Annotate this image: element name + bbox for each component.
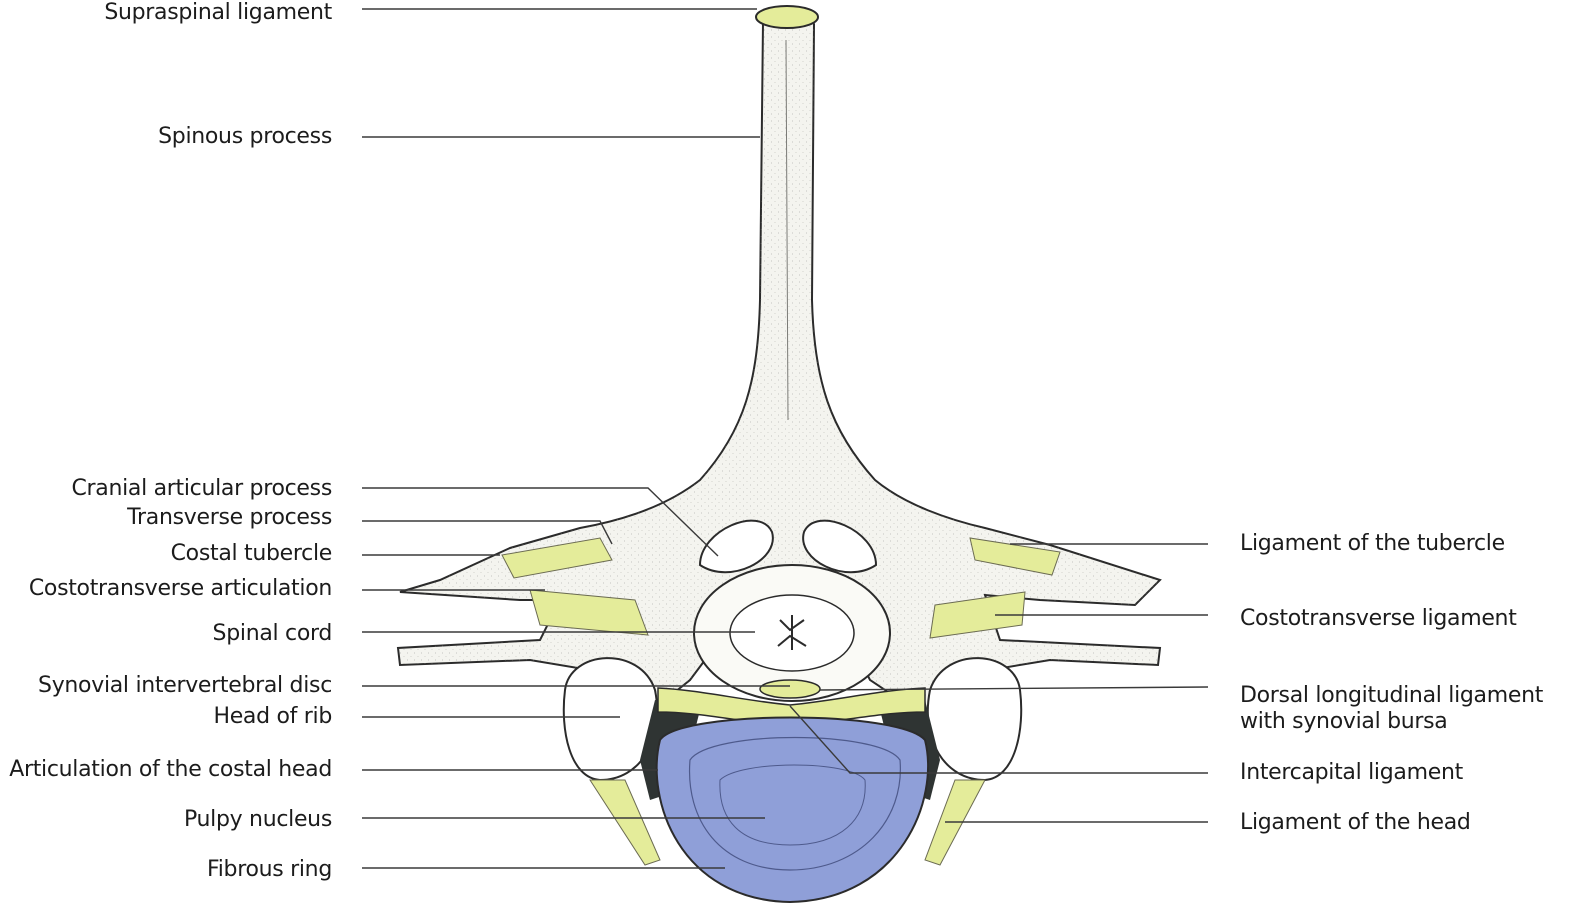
label-cranial-articular-process: Cranial articular process: [71, 476, 332, 502]
label-ligament-of-head: Ligament of the head: [1240, 810, 1471, 836]
label-articulation-costal-head: Articulation of the costal head: [9, 757, 332, 783]
label-spinous-process: Spinous process: [158, 124, 332, 150]
intervertebral-disc-shape: [657, 718, 928, 903]
label-dorsal-longitudinal-ligament-line1: Dorsal longitudinal ligament: [1240, 683, 1543, 709]
head-of-rib-right: [928, 658, 1021, 780]
label-head-of-rib: Head of rib: [213, 704, 332, 730]
label-supraspinal-ligament: Supraspinal ligament: [104, 0, 332, 26]
label-pulpy-nucleus: Pulpy nucleus: [184, 807, 332, 833]
supraspinal-ligament-shape: [756, 6, 818, 28]
label-transverse-process: Transverse process: [127, 505, 332, 531]
label-intercapital-ligament: Intercapital ligament: [1240, 760, 1463, 786]
label-costotransverse-ligament: Costotransverse ligament: [1240, 606, 1517, 632]
label-ligament-of-tubercle: Ligament of the tubercle: [1240, 531, 1505, 557]
label-fibrous-ring: Fibrous ring: [207, 857, 332, 883]
label-costal-tubercle: Costal tubercle: [171, 541, 332, 567]
label-spinal-cord: Spinal cord: [213, 621, 332, 647]
label-dorsal-longitudinal-ligament-line2: with synovial bursa: [1240, 709, 1543, 735]
label-costotransverse-articulation: Costotransverse articulation: [29, 576, 332, 602]
label-dorsal-longitudinal-ligament: Dorsal longitudinal ligament with synovi…: [1240, 683, 1543, 735]
label-synovial-intervertebral-disc: Synovial intervertebral disc: [38, 673, 332, 699]
